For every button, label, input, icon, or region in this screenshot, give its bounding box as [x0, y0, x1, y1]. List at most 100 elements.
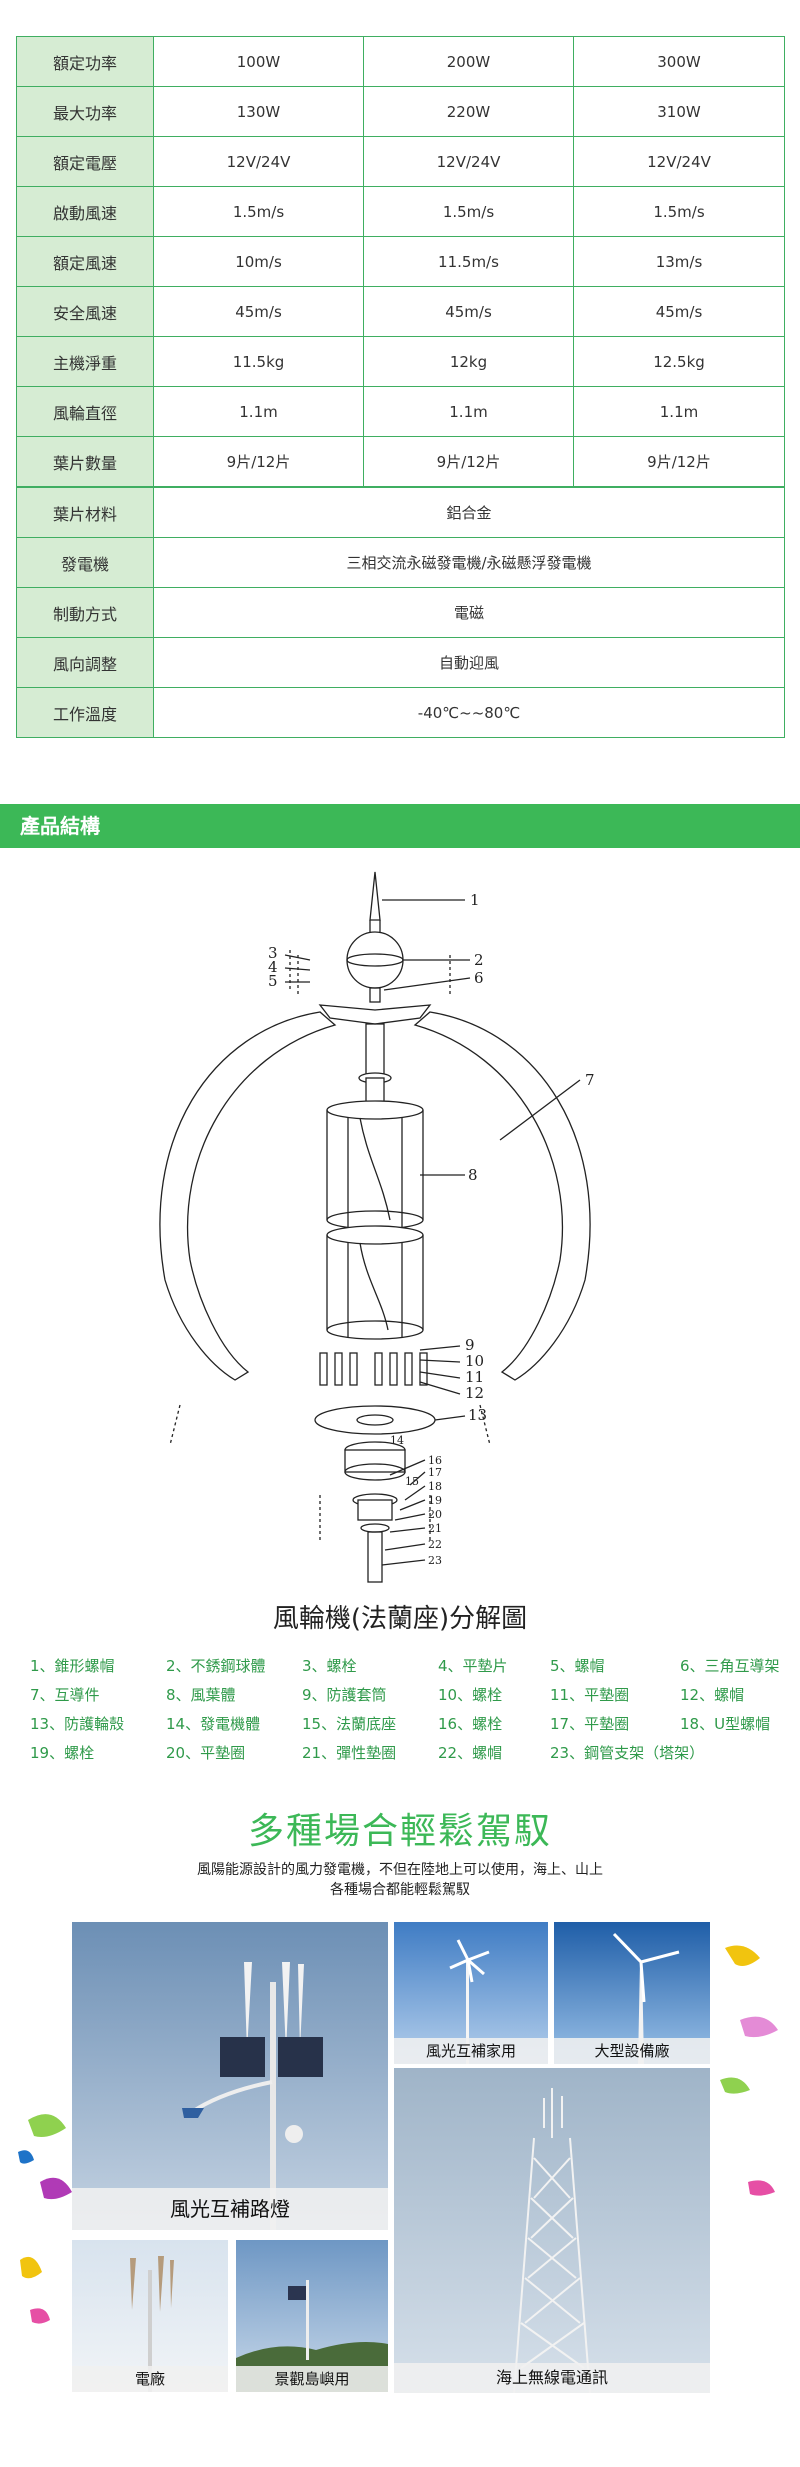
spec-value: 12kg: [363, 336, 574, 387]
spec-value: 鋁合金: [153, 486, 785, 538]
part-item: 5、螺帽: [550, 1657, 605, 1675]
part-item: 2、不銹鋼球體: [166, 1657, 266, 1675]
spec-value: 9片/12片: [573, 436, 785, 488]
callout-17: 17: [428, 1466, 442, 1479]
photo-home: 風光互補家用: [394, 1922, 548, 2064]
spec-label: 安全風速: [16, 286, 154, 337]
part-item: 6、三角互導架: [680, 1657, 780, 1675]
spec-value: 1.1m: [153, 386, 364, 437]
spec-row-merged: 制動方式電磁: [16, 587, 785, 638]
spec-row-merged: 葉片材料鋁合金: [16, 486, 785, 538]
description: 風陽能源設計的風力發電機，不但在陸地上可以使用，海上、山上 各種場合都能輕鬆駕馭: [0, 1860, 800, 1900]
spec-value: 300W: [573, 36, 785, 87]
spec-value: 220W: [363, 86, 574, 137]
callout-19: 19: [428, 1494, 442, 1507]
spec-label: 葉片材料: [16, 486, 154, 538]
exploded-diagram: 1 2 3 4 5 6 7 8 9 10 11 12 13 14 15 16 1…: [159, 871, 595, 1583]
caption-street-light: 風光互補路燈: [72, 2188, 388, 2230]
part-item: 4、平墊片: [438, 1657, 508, 1675]
callout-3: 3: [268, 944, 278, 962]
caption-power-plant: 電廠: [72, 2366, 228, 2392]
spec-value: 100W: [153, 36, 364, 87]
part-item: 14、發電機體: [166, 1715, 261, 1733]
description-line-2: 各種場合都能輕鬆駕馭: [330, 1882, 470, 1898]
spec-value: 11.5kg: [153, 336, 364, 387]
spec-value: 1.5m/s: [153, 186, 364, 237]
spec-row-merged: 發電機三相交流永磁發電機/永磁懸浮發電機: [16, 537, 785, 588]
spec-label: 最大功率: [16, 86, 154, 137]
spec-row-merged: 風向調整自動迎風: [16, 637, 785, 688]
spec-label: 額定電壓: [16, 136, 154, 187]
spec-value: 45m/s: [573, 286, 785, 337]
spec-label: 風輪直徑: [16, 386, 154, 437]
spec-label: 葉片數量: [16, 436, 154, 488]
part-item: 16、螺栓: [438, 1715, 503, 1733]
spec-value: -40℃~~80℃: [153, 687, 785, 738]
photo-sea-telecom: 海上無線電通訊: [394, 2068, 710, 2393]
callout-6: 6: [474, 969, 484, 987]
spec-label: 額定功率: [16, 36, 154, 87]
part-item: 23、鋼管支架（塔架）: [550, 1744, 705, 1762]
part-item: 9、防護套筒: [302, 1686, 387, 1704]
callout-23: 23: [428, 1554, 442, 1567]
photo-street-light: 風光互補路燈: [72, 1922, 388, 2230]
spec-label: 額定風速: [16, 236, 154, 287]
spec-value: 電磁: [153, 587, 785, 638]
spec-value: 45m/s: [363, 286, 574, 337]
part-item: 15、法蘭底座: [302, 1715, 397, 1733]
spec-value: 130W: [153, 86, 364, 137]
spec-value: 12.5kg: [573, 336, 785, 387]
callout-21: 21: [428, 1522, 442, 1535]
part-item: 12、螺帽: [680, 1686, 745, 1704]
spec-value: 9片/12片: [363, 436, 574, 488]
callout-20: 20: [428, 1508, 442, 1521]
spec-value: 12V/24V: [363, 136, 574, 187]
spec-value: 45m/s: [153, 286, 364, 337]
section-title: 產品結構: [0, 804, 800, 848]
callout-10: 10: [465, 1352, 484, 1370]
spec-value: 11.5m/s: [363, 236, 574, 287]
caption-home: 風光互補家用: [394, 2038, 548, 2064]
caption-sea-telecom: 海上無線電通訊: [394, 2363, 710, 2393]
spec-value: 310W: [573, 86, 785, 137]
spec-value: 12V/24V: [153, 136, 364, 187]
diagram-caption: 風輪機(法蘭座)分解圖: [272, 1604, 528, 1634]
photo-island: 景觀島嶼用: [236, 2240, 388, 2392]
part-item: 20、平墊圈: [166, 1744, 246, 1762]
spec-label: 制動方式: [16, 587, 154, 638]
callout-12: 12: [465, 1384, 484, 1402]
spec-label: 主機淨重: [16, 336, 154, 387]
callout-5: 5: [268, 972, 278, 990]
callout-15: 15: [405, 1475, 419, 1488]
part-item: 18、U型螺帽: [680, 1715, 771, 1733]
headline: 多種場合輕鬆駕馭: [247, 1811, 552, 1852]
part-item: 10、螺栓: [438, 1686, 503, 1704]
spec-value: 10m/s: [153, 236, 364, 287]
spec-row-merged: 工作溫度-40℃~~80℃: [16, 687, 785, 738]
spec-value: 12V/24V: [573, 136, 785, 187]
spec-value: 三相交流永磁發電機/永磁懸浮發電機: [153, 537, 785, 588]
caption-island: 景觀島嶼用: [236, 2366, 388, 2392]
part-item: 22、螺帽: [438, 1744, 503, 1762]
callout-8: 8: [468, 1166, 478, 1184]
part-item: 19、螺栓: [30, 1744, 95, 1762]
callout-4: 4: [268, 958, 278, 976]
description-line-1: 風陽能源設計的風力發電機，不但在陸地上可以使用，海上、山上: [197, 1862, 603, 1878]
caption-large-plant: 大型設備廠: [554, 2038, 710, 2064]
part-item: 11、平墊圈: [550, 1686, 630, 1704]
spec-label: 啟動風速: [16, 186, 154, 237]
callout-7: 7: [585, 1071, 595, 1089]
part-item: 8、風葉體: [166, 1686, 236, 1704]
